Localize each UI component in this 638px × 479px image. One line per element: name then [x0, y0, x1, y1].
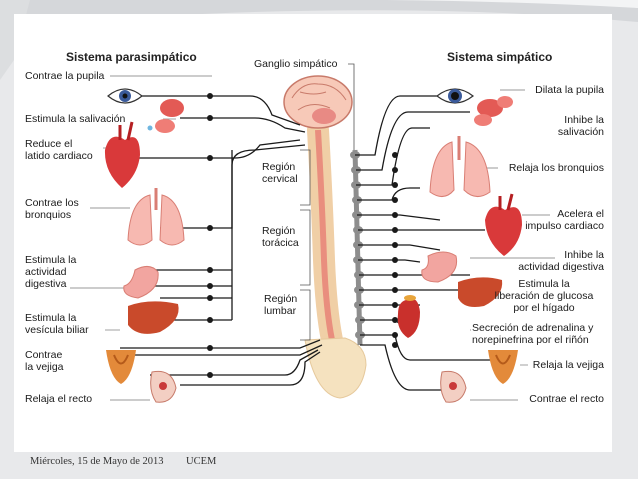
parasympathetic-nerves [120, 95, 323, 386]
bladder-right-icon [488, 350, 518, 384]
para-effect-saliva: Estimula la salivación [25, 113, 126, 125]
stomach-right-icon [421, 251, 458, 283]
region-brackets [300, 63, 355, 341]
parasympathetic-nodes [207, 93, 213, 378]
symp-effect-bronchi: Relaja los bronquios [508, 162, 604, 174]
liver-left-icon [128, 301, 179, 334]
brain [283, 75, 353, 129]
para-effect-pupil: Contrae la pupila [25, 70, 105, 82]
salivary-gland-left-icon [147, 99, 184, 133]
spinal-cord [304, 119, 367, 399]
bladder-left-icon [106, 350, 136, 384]
footer-date: Miércoles, 15 de Mayo de 2013 [30, 456, 164, 467]
rectum-right-icon [440, 370, 467, 403]
liver-right-icon [458, 277, 503, 307]
ganglion-label: Ganglio simpático [254, 58, 338, 70]
symp-effect-bladder: Relaja la vejiga [532, 359, 604, 371]
salivary-gland-right-icon [474, 96, 513, 126]
eye-left-icon [107, 88, 143, 104]
rectum-left-icon [150, 370, 177, 403]
kidney-right-icon [397, 295, 420, 338]
sympathetic-ganglion-chain [350, 149, 365, 346]
symp-effect-pupil: Dilata la pupila [535, 84, 604, 96]
heart-right-icon [485, 193, 522, 256]
parasympathetic-title: Sistema parasimpático [66, 50, 197, 64]
symp-effect-rectum: Contrae el recto [529, 393, 604, 405]
eye-right-icon [436, 88, 474, 104]
lungs-right-icon [429, 136, 491, 197]
stomach-left-icon [123, 266, 159, 299]
lungs-left-icon [127, 188, 185, 246]
sympathetic-nodes [392, 152, 398, 348]
sympathetic-title: Sistema simpático [447, 50, 553, 64]
footer-org: UCEM [186, 456, 217, 467]
para-effect-rectum: Relaja el recto [25, 393, 93, 405]
heart-left-icon [104, 121, 140, 188]
